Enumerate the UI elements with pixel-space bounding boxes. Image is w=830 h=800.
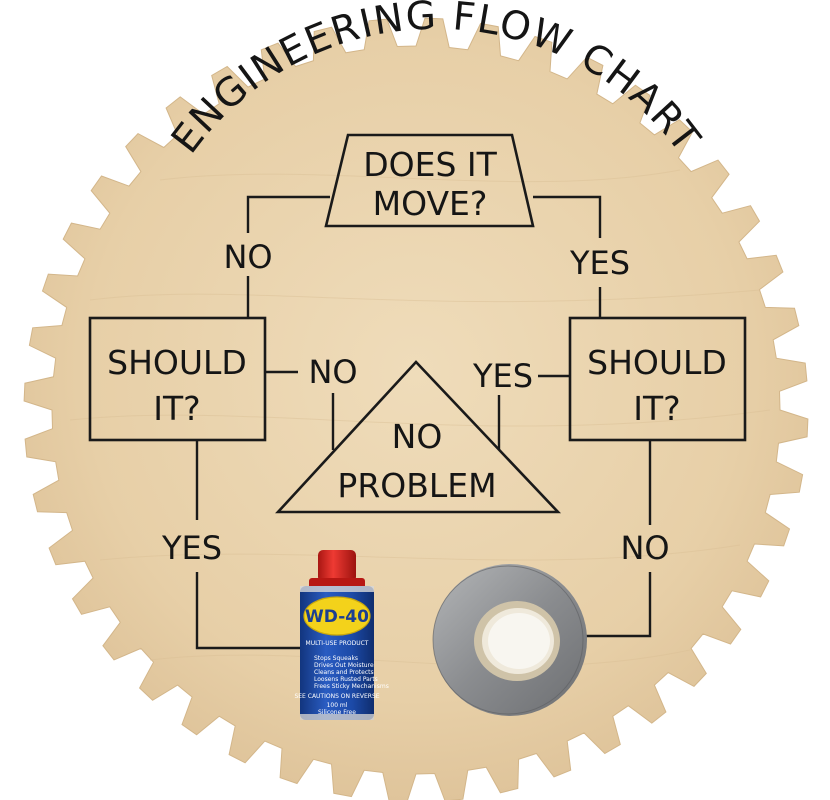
node-left-line-2: IT?: [153, 389, 200, 428]
wd40-use-1: Stops Squeaks: [314, 655, 358, 662]
gear-board-icon: [23, 17, 809, 800]
wd40-uses: Stops Squeaks Drives Out Moisture Cleans…: [314, 655, 389, 690]
edge-right-no-to-tape: [585, 572, 652, 638]
node-left-line-1: SHOULD: [107, 343, 247, 382]
triangle-shape: [275, 360, 562, 514]
wood-grain: [69, 169, 771, 667]
node-problem-line-1: NO: [392, 417, 443, 456]
node-start-line-1: DOES IT: [363, 145, 497, 184]
node-problem-line-2: PROBLEM: [337, 466, 496, 505]
node-should-it-left: SHOULD IT?: [88, 316, 267, 442]
edge-labels: NO YES NO YES YES NO: [161, 238, 670, 567]
wd40-can-icon: WD-40 MULTI-USE PRODUCT Stops Squeaks Dr…: [294, 550, 389, 720]
label-left-no: NO: [308, 353, 357, 391]
node-should-it-right: SHOULD IT?: [568, 316, 747, 442]
duct-tape-icon: [432, 564, 587, 716]
edge-start-to-right: [533, 195, 602, 238]
label-right-no: NO: [620, 529, 669, 567]
box-shape: [88, 316, 267, 442]
trapezoid-shape: [324, 133, 535, 228]
edge-left-yes-to-wd40: [195, 572, 305, 650]
wd40-brand: WD-40: [305, 607, 369, 627]
node-right-line-1: SHOULD: [587, 343, 727, 382]
node-start-line-2: MOVE?: [373, 184, 488, 223]
label-top-right-yes: YES: [569, 244, 630, 282]
node-no-problem: NO PROBLEM: [275, 360, 562, 514]
label-top-left-no: NO: [223, 238, 272, 276]
wd40-volume: 100 ml: [327, 702, 348, 709]
node-does-it-move: DOES IT MOVE?: [324, 133, 535, 228]
box-shape: [568, 316, 747, 442]
wd40-subtitle: MULTI-USE PRODUCT: [306, 640, 369, 647]
wd40-use-2: Drives Out Moisture: [314, 662, 374, 669]
wd40-warning: SEE CAUTIONS ON REVERSE: [294, 693, 379, 700]
node-right-line-2: IT?: [633, 389, 680, 428]
flow-connectors: [195, 195, 652, 650]
label-right-yes: YES: [472, 357, 533, 395]
edge-start-to-left: [246, 195, 330, 233]
wd40-use-3: Cleans and Protects: [314, 669, 374, 676]
label-left-yes: YES: [161, 529, 222, 567]
wd40-use-5: Frees Sticky Mechanisms: [314, 683, 389, 690]
wd40-use-4: Loosens Rusted Parts: [314, 676, 378, 683]
wd40-note: Silicone Free: [318, 709, 356, 716]
